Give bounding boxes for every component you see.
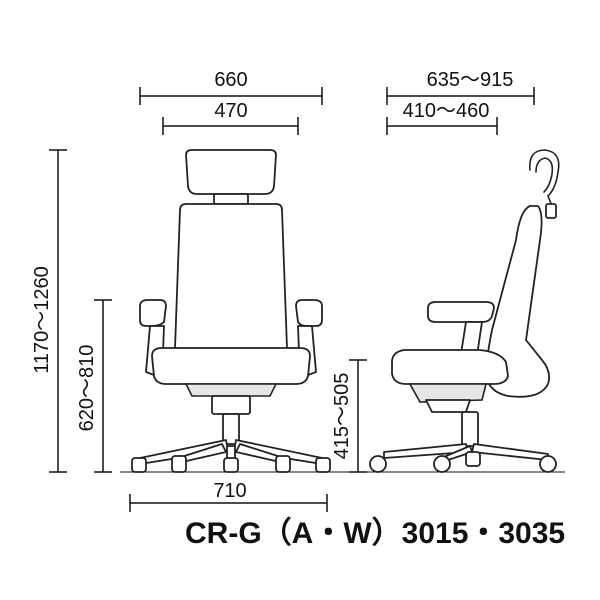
side-seat-depth-dimension: 410～460 <box>386 100 498 135</box>
front-casters <box>131 455 331 473</box>
front-seat-width-label: 470 <box>214 100 247 122</box>
seat-height-label: 415～505 <box>331 373 353 460</box>
front-seat-width-dimension: 470 <box>162 100 299 135</box>
front-view-chair <box>131 149 331 473</box>
armrest-height-label: 620～810 <box>76 345 98 432</box>
side-seat <box>391 349 509 385</box>
armrest-height-dimension: 620～810 <box>76 299 112 473</box>
front-width-dimension: 660 <box>139 69 323 105</box>
side-depth-dimension: 635～915 <box>386 69 535 105</box>
base-width-label: 710 <box>213 480 246 502</box>
model-label: CR-G（A・W）3015・3035 <box>185 516 565 550</box>
front-left-armrest <box>139 299 167 327</box>
side-headrest <box>528 149 560 207</box>
front-right-armrest <box>295 299 323 327</box>
side-view-chair <box>369 149 560 473</box>
side-seat-depth-label: 410～460 <box>403 100 490 122</box>
front-backrest <box>174 203 288 357</box>
front-headrest <box>185 149 277 195</box>
side-casters <box>369 451 557 473</box>
total-height-label: 1170～1260 <box>31 266 53 374</box>
total-height-dimension: 1170～1260 <box>31 149 67 473</box>
front-width-label: 660 <box>214 69 247 91</box>
seat-height-dimension: 415～505 <box>331 359 367 473</box>
side-backrest <box>485 205 551 398</box>
side-depth-label: 635～915 <box>427 69 514 91</box>
base-width-dimension: 710 <box>129 480 328 512</box>
front-seat <box>151 347 311 385</box>
side-armrest <box>427 301 495 323</box>
